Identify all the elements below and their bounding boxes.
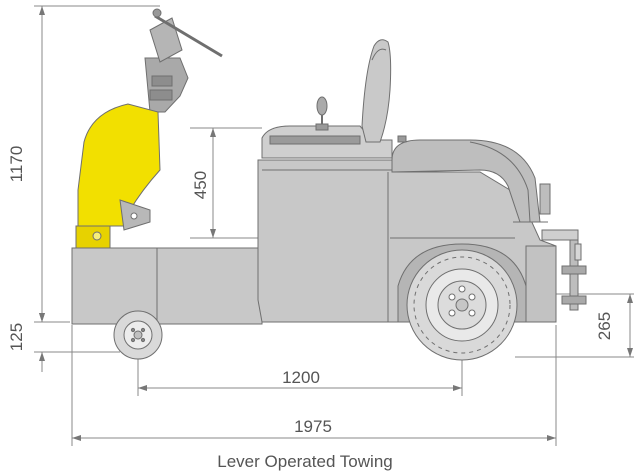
seat-back-detail <box>371 48 387 61</box>
seat-height-label: 450 <box>191 171 210 199</box>
tiller-housing <box>77 103 161 227</box>
wheelbase-label: 1200 <box>282 368 320 387</box>
rear-bumper <box>525 245 557 323</box>
tiller-pivot <box>92 231 102 241</box>
dimension-lines <box>34 5 634 446</box>
dimension-arrowheads <box>39 6 633 441</box>
seat-cushion-base <box>269 135 361 145</box>
fuel-cap <box>397 135 407 143</box>
overall-length-label: 1975 <box>294 417 332 436</box>
overall-height-label: 1170 <box>7 146 26 183</box>
rear-wheel <box>406 249 518 361</box>
caption: Lever Operated Towing <box>217 452 392 471</box>
steering-column <box>144 8 223 113</box>
tow-tractor <box>71 8 587 361</box>
steering-tiller <box>154 14 223 58</box>
tow-hitch <box>539 183 587 311</box>
control-lever <box>315 96 329 131</box>
front-chassis-box <box>71 247 263 325</box>
bracket-bolt <box>130 212 138 220</box>
ground-clearance-label: 125 <box>7 323 26 351</box>
seat-back <box>361 39 392 143</box>
front-wheel <box>113 310 163 360</box>
hood-curve <box>469 141 531 223</box>
hitch-height-label: 265 <box>595 312 614 340</box>
